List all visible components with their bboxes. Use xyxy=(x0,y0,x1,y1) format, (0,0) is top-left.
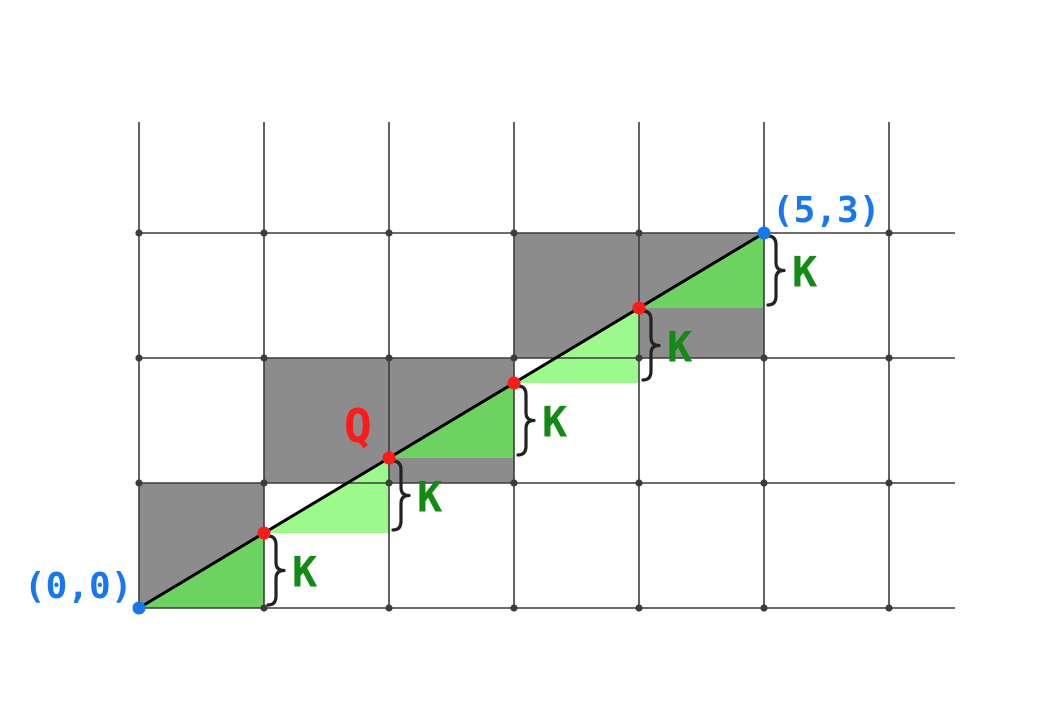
k-label: K xyxy=(792,248,818,297)
lattice-point xyxy=(885,354,893,362)
lattice-point xyxy=(510,479,518,487)
curly-brace xyxy=(516,384,536,457)
lattice-point xyxy=(635,229,643,237)
end-point xyxy=(757,226,771,240)
lattice-point xyxy=(885,229,893,237)
k-label: K xyxy=(417,473,443,522)
lattice-point xyxy=(760,479,768,487)
shaded-cell xyxy=(264,358,389,483)
grid-layer xyxy=(135,122,955,612)
k-label: K xyxy=(542,398,568,447)
lattice-point xyxy=(385,354,393,362)
origin-label: (0,0) xyxy=(24,566,132,607)
lattice-point xyxy=(260,229,268,237)
lattice-point xyxy=(510,229,518,237)
origin-point xyxy=(132,601,146,615)
crossing-point xyxy=(507,376,521,390)
lattice-point xyxy=(510,604,518,612)
braces-layer: K K K K K xyxy=(266,234,818,607)
q-label: Q xyxy=(344,399,372,453)
lattice-point xyxy=(885,479,893,487)
lattice-point xyxy=(635,604,643,612)
points-layer xyxy=(132,226,771,615)
end-point-label: (5,3) xyxy=(772,190,880,231)
lattice-point xyxy=(135,354,143,362)
k-label: K xyxy=(292,548,318,597)
diagonal-segment xyxy=(138,231,765,610)
lattice-point xyxy=(385,479,393,487)
lattice-point xyxy=(260,604,268,612)
lattice-point xyxy=(385,604,393,612)
curly-brace xyxy=(641,309,661,382)
lattice-point xyxy=(385,229,393,237)
lattice-point xyxy=(135,479,143,487)
lattice-point xyxy=(885,604,893,612)
crossing-point xyxy=(632,301,646,315)
q-point xyxy=(382,451,396,465)
k-label: K xyxy=(667,323,693,372)
lattice-point xyxy=(260,479,268,487)
lattice-point xyxy=(760,354,768,362)
curly-brace xyxy=(766,234,786,307)
lattice-point xyxy=(760,604,768,612)
segment-layer xyxy=(138,231,765,610)
curly-brace xyxy=(266,534,286,607)
lattice-point xyxy=(635,479,643,487)
lattice-point xyxy=(135,229,143,237)
lattice-point xyxy=(635,354,643,362)
lattice-point xyxy=(260,354,268,362)
lattice-point xyxy=(510,354,518,362)
crossing-point xyxy=(257,526,271,540)
curly-brace xyxy=(391,459,411,532)
